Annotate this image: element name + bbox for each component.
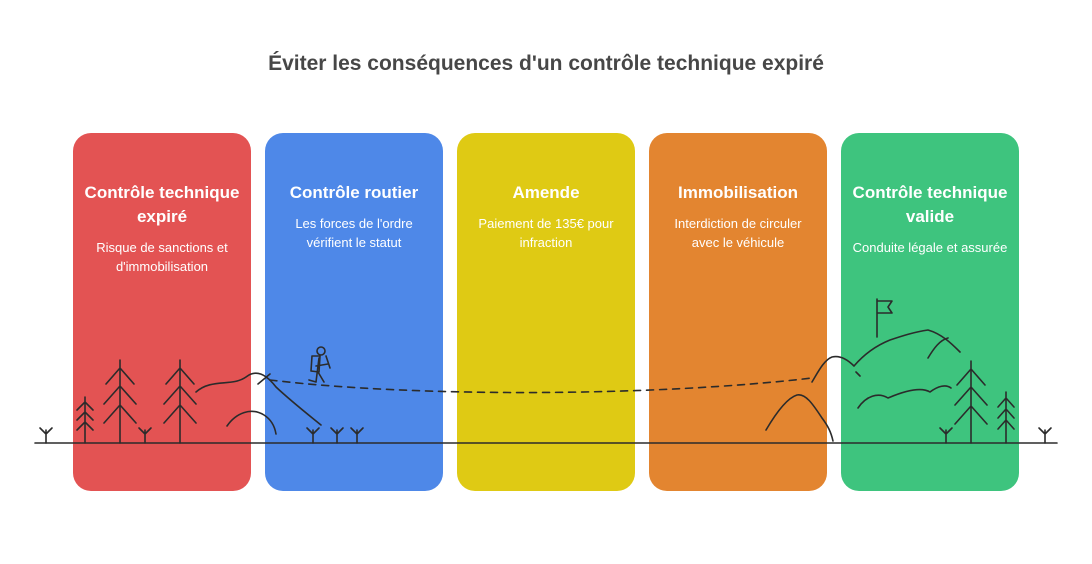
grass-icon bbox=[350, 427, 364, 444]
journey-path bbox=[269, 377, 813, 394]
pine-tree-icon bbox=[76, 396, 94, 444]
pine-tree-icon bbox=[997, 391, 1015, 444]
grass-icon bbox=[1038, 427, 1052, 444]
grass-icon bbox=[330, 427, 344, 444]
grass-icon bbox=[306, 427, 320, 444]
stage-card-expired: Contrôle technique expiré Risque de sanc… bbox=[73, 133, 251, 491]
stage-desc-roadside-check: Les forces de l'ordre vérifient le statu… bbox=[295, 216, 413, 250]
stage-title-valid: Contrôle technique valide bbox=[852, 183, 1008, 226]
stage-title-immobilisation: Immobilisation bbox=[678, 183, 798, 202]
stage-card-valid: Contrôle technique valide Conduite légal… bbox=[841, 133, 1019, 491]
stage-card-fine: Amende Paiement de 135€ pour infraction bbox=[457, 133, 635, 491]
grass-icon bbox=[39, 427, 53, 444]
diagram-title: Éviter les conséquences d'un contrôle te… bbox=[268, 52, 824, 75]
pine-tree-icon bbox=[163, 359, 197, 444]
hiker-icon bbox=[308, 346, 331, 383]
stage-desc-immobilisation: Interdiction de circuler avec le véhicul… bbox=[674, 216, 802, 250]
pine-tree-icon bbox=[954, 360, 988, 444]
flag-icon bbox=[876, 298, 893, 338]
stage-desc-valid: Conduite légale et assurée bbox=[852, 240, 1008, 255]
mountain-icon bbox=[765, 329, 961, 442]
mountain-icon bbox=[195, 372, 322, 435]
grass-icon bbox=[939, 427, 953, 444]
pine-tree-icon bbox=[103, 359, 137, 444]
stage-desc-fine: Paiement de 135€ pour infraction bbox=[478, 216, 614, 250]
grass-icon bbox=[138, 427, 152, 444]
stage-card-immobilisation: Immobilisation Interdiction de circuler … bbox=[649, 133, 827, 491]
stage-title-fine: Amende bbox=[512, 183, 580, 202]
stage-title-expired: Contrôle technique expiré bbox=[84, 183, 240, 226]
stage-desc-expired: Risque de sanctions et d'immobilisation bbox=[96, 240, 228, 274]
stage-title-roadside-check: Contrôle routier bbox=[289, 183, 419, 202]
